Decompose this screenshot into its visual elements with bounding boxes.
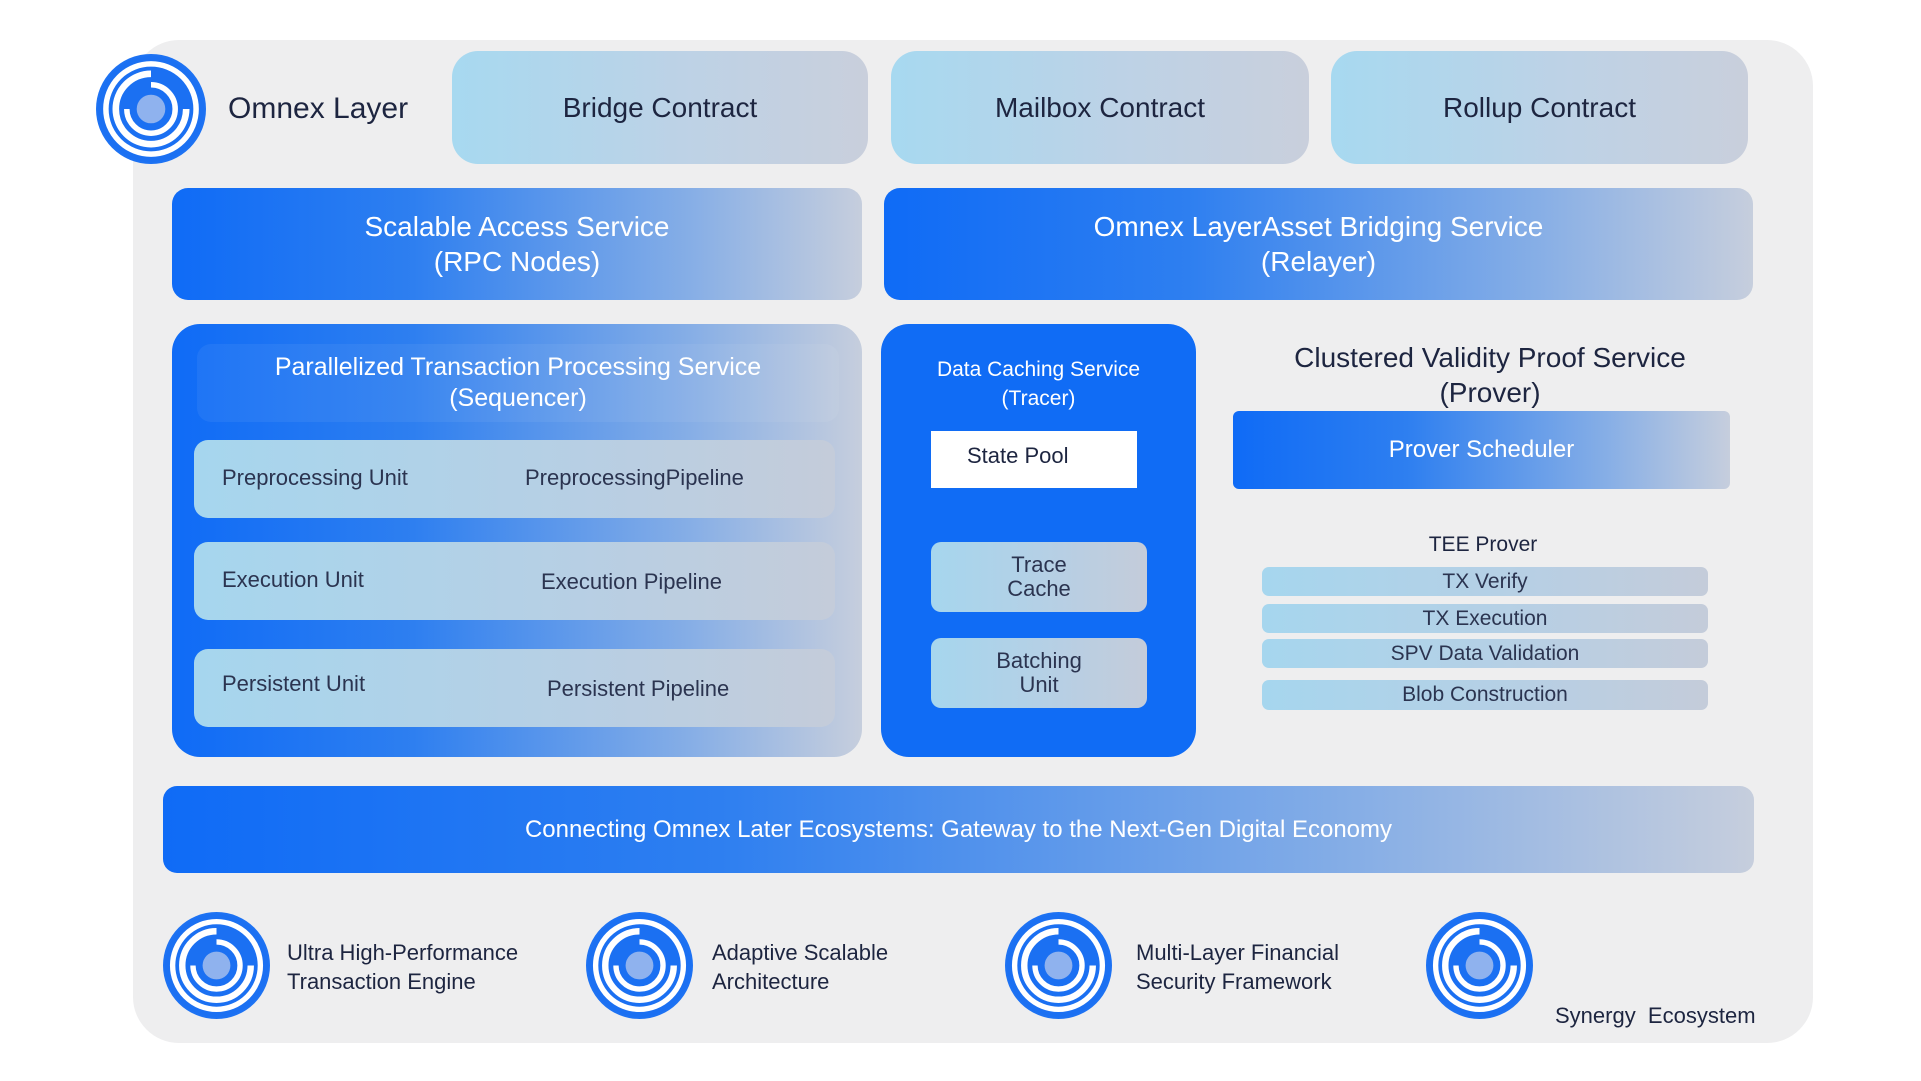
tracer-subtitle: (Tracer) (1001, 387, 1076, 410)
scalable-access-subtitle: (RPC Nodes) (433, 246, 601, 277)
feature-line1: Adaptive Scalable (712, 940, 889, 965)
batching-unit-line2: Unit (1019, 672, 1059, 697)
tee-prover-label: TEE Prover (1428, 533, 1538, 556)
state-pool-box: State Pool (931, 431, 1137, 488)
trace-cache-box: Trace Cache (931, 542, 1147, 612)
persistent-pipeline-label: Persistent Pipeline (547, 676, 730, 701)
ecosystem-banner-label: Connecting Omnex Later Ecosystems: Gatew… (524, 815, 1393, 843)
tracer-title: Data Caching Service (936, 358, 1141, 381)
feature-line2: Architecture (712, 969, 830, 994)
tee-item-label: TX Execution (1422, 606, 1548, 630)
feature-line1: Multi-Layer Financial (1136, 940, 1339, 965)
preprocessing-row: Preprocessing Unit PreprocessingPipeline (194, 440, 835, 518)
sequencer-title: Parallelized Transaction Processing Serv… (274, 353, 762, 381)
prover-title: Clustered Validity Proof Service (1294, 342, 1686, 373)
tee-item-label: TX Verify (1442, 569, 1528, 593)
mailbox-contract-card: Mailbox Contract (891, 51, 1309, 164)
prover-scheduler: Prover Scheduler (1233, 411, 1730, 489)
feature-logo-icon (1426, 912, 1533, 1019)
mailbox-contract-label: Mailbox Contract (994, 91, 1206, 123)
sequencer-header: Parallelized Transaction Processing Serv… (197, 344, 839, 422)
execution-pipeline-label: Execution Pipeline (541, 569, 723, 594)
feature-text: Ultra High-Performance Transaction Engin… (287, 938, 518, 996)
prover-scheduler-label: Prover Scheduler (1388, 436, 1575, 463)
trace-cache-line2: Cache (1007, 576, 1071, 601)
feature-line1: Synergy Ecosystem (1555, 1003, 1756, 1028)
tee-item-tx-verify: TX Verify (1262, 567, 1708, 596)
feature-logo-icon (1005, 912, 1112, 1019)
preprocessing-pipeline-label: PreprocessingPipeline (525, 465, 744, 490)
feature-logo-icon (163, 912, 270, 1019)
tee-prover-title: TEE Prover (1263, 530, 1703, 560)
persistent-unit-label: Persistent Unit (222, 671, 366, 696)
tee-item-blob-construction: Blob Construction (1262, 680, 1708, 710)
preprocessing-unit-label: Preprocessing Unit (222, 465, 408, 490)
persistent-row: Persistent Unit Persistent Pipeline (194, 649, 835, 727)
tracer-header: Data Caching Service (Tracer) (881, 354, 1196, 414)
brand-name: Omnex Layer (228, 92, 409, 125)
trace-cache-line1: Trace (1011, 552, 1067, 577)
feature-text: Multi-Layer Financial Security Framework (1136, 938, 1339, 996)
feature-text: Adaptive Scalable Architecture (712, 938, 888, 996)
batching-unit-line1: Batching (996, 648, 1082, 673)
tee-item-label: Blob Construction (1402, 683, 1568, 706)
omnex-logo-icon (96, 54, 206, 164)
bridge-contract-card: Bridge Contract (452, 51, 868, 164)
bridge-contract-label: Bridge Contract (562, 91, 758, 123)
state-pool-label: State Pool (967, 443, 1069, 468)
feature-line2: Transaction Engine (287, 969, 476, 994)
prover-header: Clustered Validity Proof Service (Prover… (1230, 337, 1750, 413)
prover-subtitle: (Prover) (1439, 377, 1541, 408)
execution-unit-label: Execution Unit (222, 567, 364, 592)
scalable-access-service: Scalable Access Service (RPC Nodes) (172, 188, 862, 300)
feature-text: Synergy Ecosystem (1555, 943, 1756, 1059)
asset-bridging-subtitle: (Relayer) (1260, 246, 1377, 277)
tee-item-label: SPV Data Validation (1390, 641, 1580, 665)
feature-line1: Ultra High-Performance (287, 940, 519, 965)
scalable-access-title: Scalable Access Service (364, 211, 670, 242)
batching-unit-box: Batching Unit (931, 638, 1147, 708)
rollup-contract-label: Rollup Contract (1443, 91, 1636, 123)
feature-logo-icon (586, 912, 693, 1019)
execution-row: Execution Unit Execution Pipeline (194, 542, 835, 620)
ecosystem-banner: Connecting Omnex Later Ecosystems: Gatew… (163, 786, 1754, 873)
tee-item-tx-execution: TX Execution (1262, 604, 1708, 633)
rollup-contract-card: Rollup Contract (1331, 51, 1748, 164)
sequencer-subtitle: (Sequencer) (449, 384, 587, 412)
asset-bridging-service: Omnex LayerAsset Bridging Service (Relay… (884, 188, 1753, 300)
feature-line2: Security Framework (1136, 969, 1332, 994)
asset-bridging-title: Omnex LayerAsset Bridging Service (1093, 211, 1544, 242)
tee-item-spv-validation: SPV Data Validation (1262, 639, 1708, 668)
